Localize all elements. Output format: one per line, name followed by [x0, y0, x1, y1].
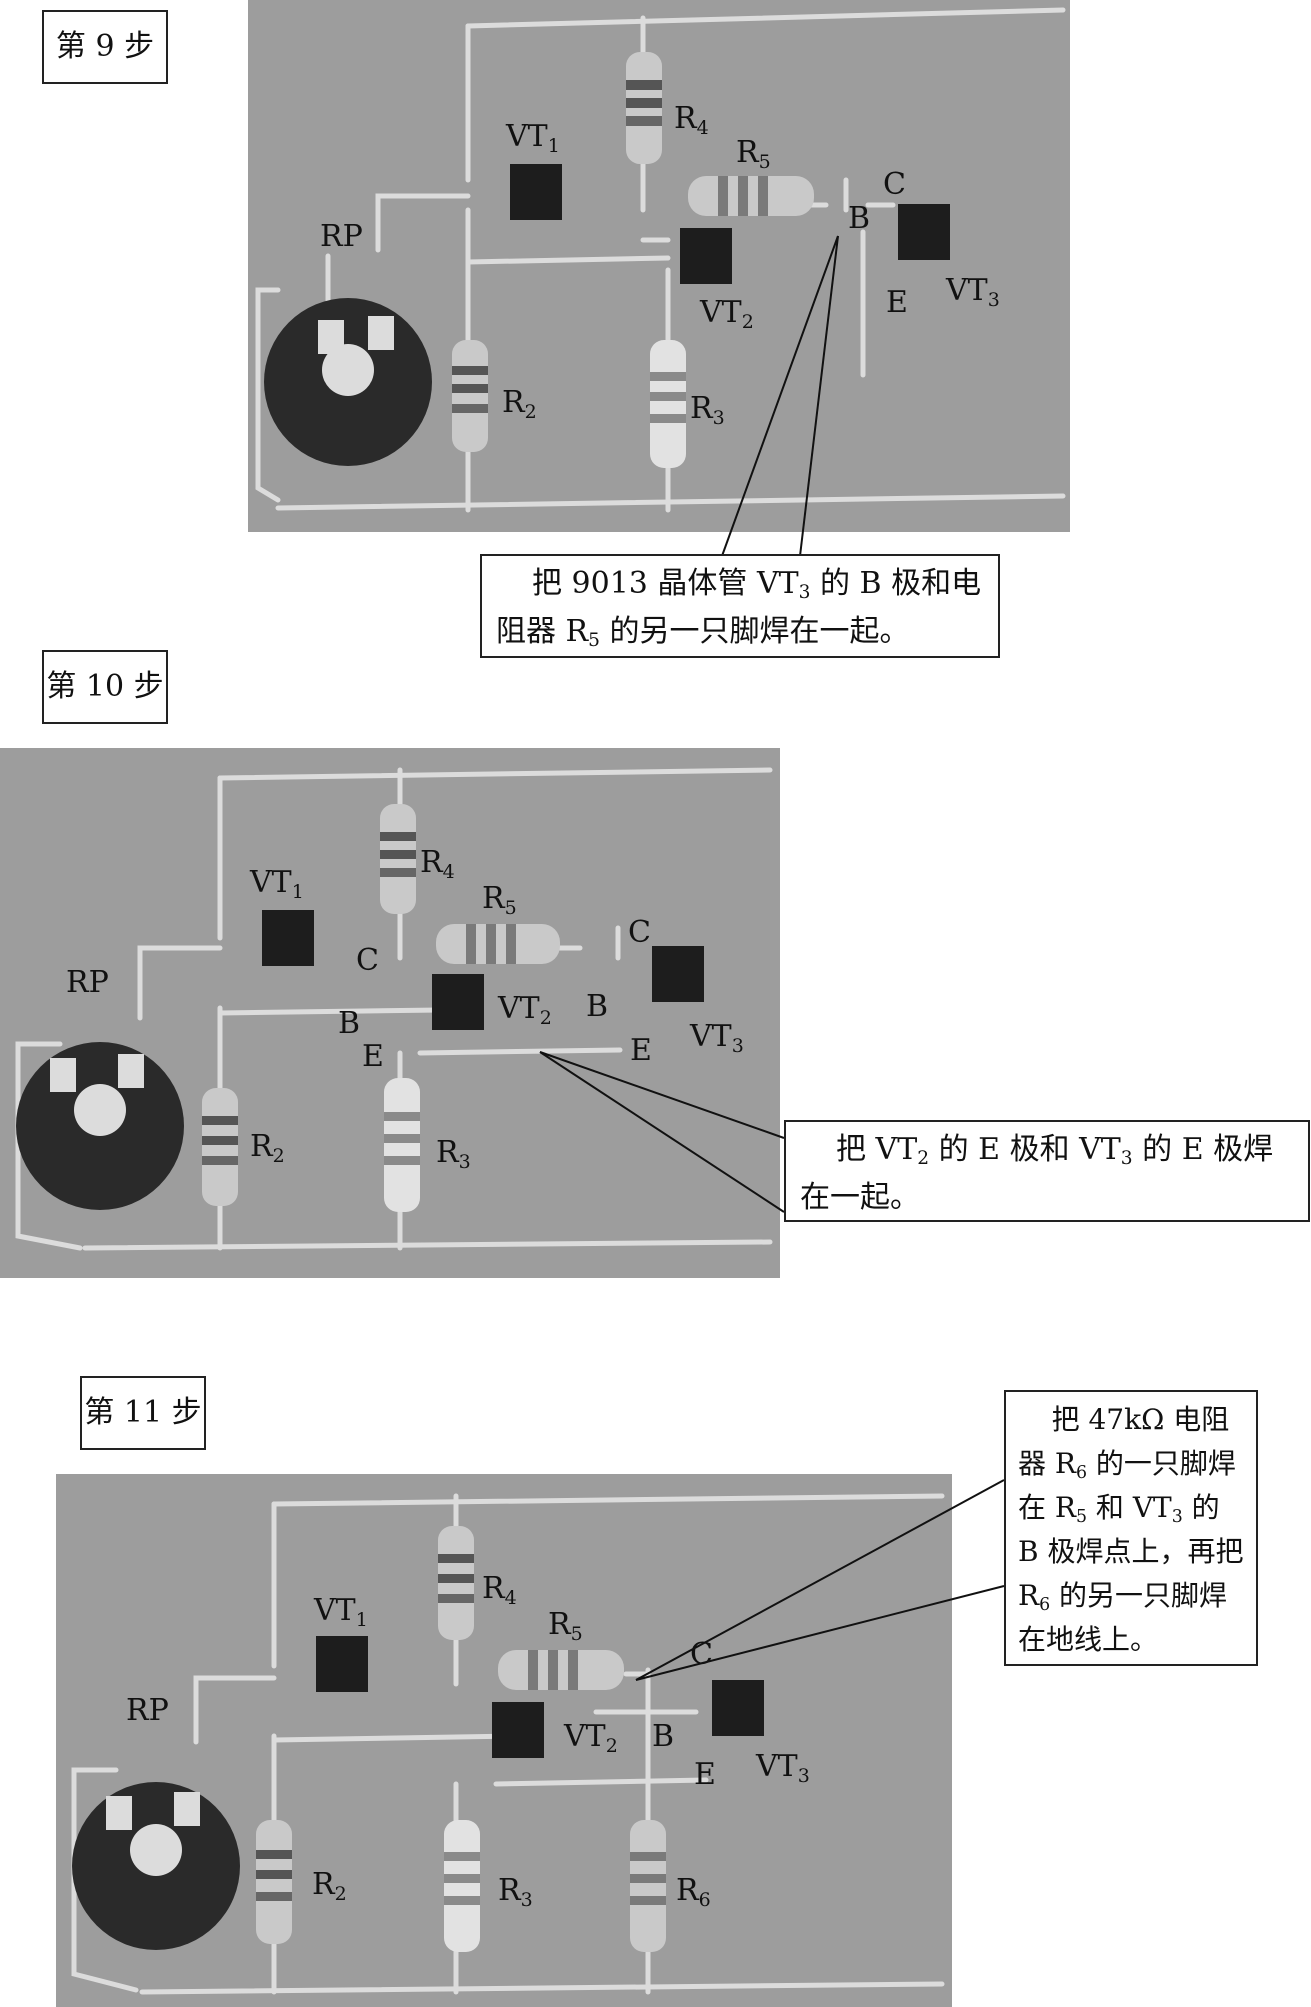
- label-e: E: [886, 285, 908, 320]
- label-r2: R2: [250, 1129, 285, 1167]
- label-vt1: VT1: [313, 1593, 368, 1631]
- step-11-circuit: VT1 R4 R5 RP C B E VT2 VT3 R2 R3 R6: [71, 1493, 945, 1995]
- transistor-vt2: [680, 228, 732, 284]
- transistor-vt3: [652, 946, 704, 1002]
- resistor-r5: [688, 176, 814, 216]
- transistor-vt1: [510, 164, 562, 220]
- transistor-vt2: [492, 1702, 544, 1758]
- label-r5: R5: [548, 1607, 583, 1645]
- label-e-vt2: E: [362, 1039, 384, 1074]
- label-r3: R3: [498, 1873, 533, 1911]
- label-c-vt2: C: [356, 943, 379, 978]
- potentiometer-rp: [16, 1042, 184, 1210]
- label-b-vt3: B: [586, 989, 608, 1024]
- label-b-vt2: B: [338, 1006, 360, 1041]
- step-9-circuit: VT1 R4 R5 RP C B E VT3 VT2 R2 R3: [255, 7, 1066, 513]
- resistor-r4: [626, 52, 662, 164]
- step-10-callout: 把 VT2 的 E 极和 VT3 的 E 极焊在一起。: [784, 1120, 1310, 1222]
- step-9-callout: 把 9013 晶体管 VT3 的 B 极和电阻器 R5 的另一只脚焊在一起。: [480, 554, 1000, 658]
- label-b: B: [848, 201, 870, 236]
- step-10-title: 第 10 步: [42, 650, 168, 724]
- label-c: C: [690, 1637, 713, 1672]
- resistor-r2: [202, 1088, 238, 1206]
- label-r2: R2: [312, 1867, 347, 1905]
- step-9-title: 第 9 步: [42, 10, 168, 84]
- label-vt3: VT3: [945, 273, 1000, 311]
- transistor-vt3: [712, 1680, 764, 1736]
- resistor-r6: [630, 1820, 666, 1952]
- step-11-title: 第 11 步: [80, 1376, 206, 1450]
- label-vt1: VT1: [249, 865, 304, 903]
- step-11-callout: 把 47kΩ 电阻器 R6 的一只脚焊在 R5 和 VT3 的 B 极焊点上，再…: [1004, 1390, 1258, 1666]
- transistor-vt2: [432, 974, 484, 1030]
- transistor-vt1: [316, 1636, 368, 1692]
- step-11-photo: VT1 R4 R5 RP C B E VT2 VT3 R2 R3 R6: [56, 1474, 952, 2007]
- step-10-photo: VT1 R4 R5 RP C B E VT2 C B E VT3 R2 R3: [0, 748, 780, 1278]
- label-r5: R5: [482, 881, 517, 919]
- resistor-r4: [438, 1526, 474, 1640]
- resistor-r3: [384, 1078, 420, 1212]
- label-rp: RP: [320, 219, 363, 254]
- resistor-r5: [498, 1650, 624, 1690]
- label-r3: R3: [690, 391, 725, 429]
- label-r5: R5: [736, 135, 771, 173]
- label-r4: R4: [420, 845, 455, 883]
- potentiometer-rp: [72, 1782, 240, 1950]
- label-rp: RP: [66, 965, 109, 1000]
- resistor-r3: [650, 340, 686, 468]
- resistor-r2: [452, 340, 488, 452]
- label-r3: R3: [436, 1135, 471, 1173]
- label-r4: R4: [482, 1571, 517, 1609]
- label-vt2: VT2: [497, 991, 552, 1029]
- potentiometer-rp: [264, 298, 432, 466]
- resistor-r2: [256, 1820, 292, 1944]
- step-9-photo: VT1 R4 R5 RP C B E VT3 VT2 R2 R3: [248, 0, 1070, 532]
- label-r6: R6: [676, 1873, 711, 1911]
- resistor-r4: [380, 804, 416, 914]
- step-10-circuit: VT1 R4 R5 RP C B E VT2 C B E VT3 R2 R3: [15, 767, 773, 1251]
- label-vt3: VT3: [689, 1019, 744, 1057]
- label-e-vt3: E: [630, 1033, 652, 1068]
- label-b: B: [652, 1719, 674, 1754]
- label-vt1: VT1: [505, 119, 560, 157]
- label-vt2: VT2: [699, 295, 754, 333]
- positive-rail-wire: [465, 7, 1066, 29]
- label-r2: R2: [502, 385, 537, 423]
- label-c: C: [883, 167, 906, 202]
- label-vt2: VT2: [563, 1719, 618, 1757]
- transistor-vt3: [898, 204, 950, 260]
- label-r4: R4: [674, 101, 709, 139]
- resistor-r5: [436, 924, 560, 964]
- label-e: E: [694, 1757, 716, 1792]
- transistor-vt1: [262, 910, 314, 966]
- label-vt3: VT3: [755, 1749, 810, 1787]
- resistor-r3: [444, 1820, 480, 1952]
- label-rp: RP: [126, 1693, 169, 1728]
- label-c-vt3: C: [628, 915, 651, 950]
